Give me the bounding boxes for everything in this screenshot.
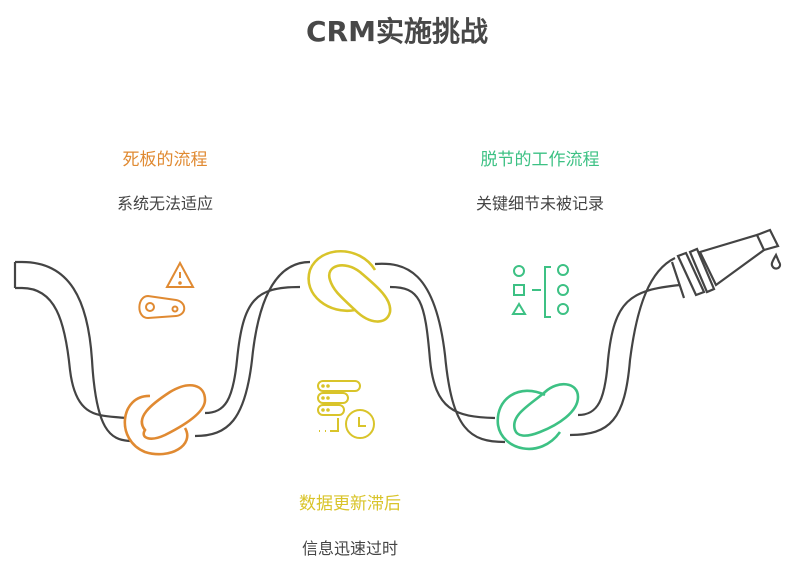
knot-orange <box>123 384 207 456</box>
challenge-desc-rigid-process: 系统无法适应 <box>116 194 213 213</box>
challenge-desc-data-lag: 信息迅速过时 <box>301 539 398 558</box>
challenge-heading-data-lag: 数据更新滞后 <box>299 494 401 514</box>
page-title: CRM实施挑战 <box>306 15 488 48</box>
knot-green <box>496 383 580 451</box>
clock-icon <box>345 409 375 439</box>
chain-link-icon <box>138 294 186 320</box>
warning-chain-icon <box>138 260 195 320</box>
challenge-heading-disconnected-workflow: 脱节的工作流程 <box>480 150 600 170</box>
hose-edge-outer <box>15 257 676 444</box>
challenge-heading-rigid-process: 死板的流程 <box>122 150 208 170</box>
water-drop-icon <box>770 252 782 270</box>
shapes-bracket-icon <box>511 264 569 318</box>
server-clock-icon <box>317 380 375 439</box>
hose-edge-inner <box>15 283 681 420</box>
nozzle-icon <box>670 228 782 299</box>
warning-icon <box>165 260 195 288</box>
challenge-desc-disconnected-workflow: 关键细节未被记录 <box>475 194 604 213</box>
hose <box>13 257 681 444</box>
knot-yellow <box>307 249 392 323</box>
